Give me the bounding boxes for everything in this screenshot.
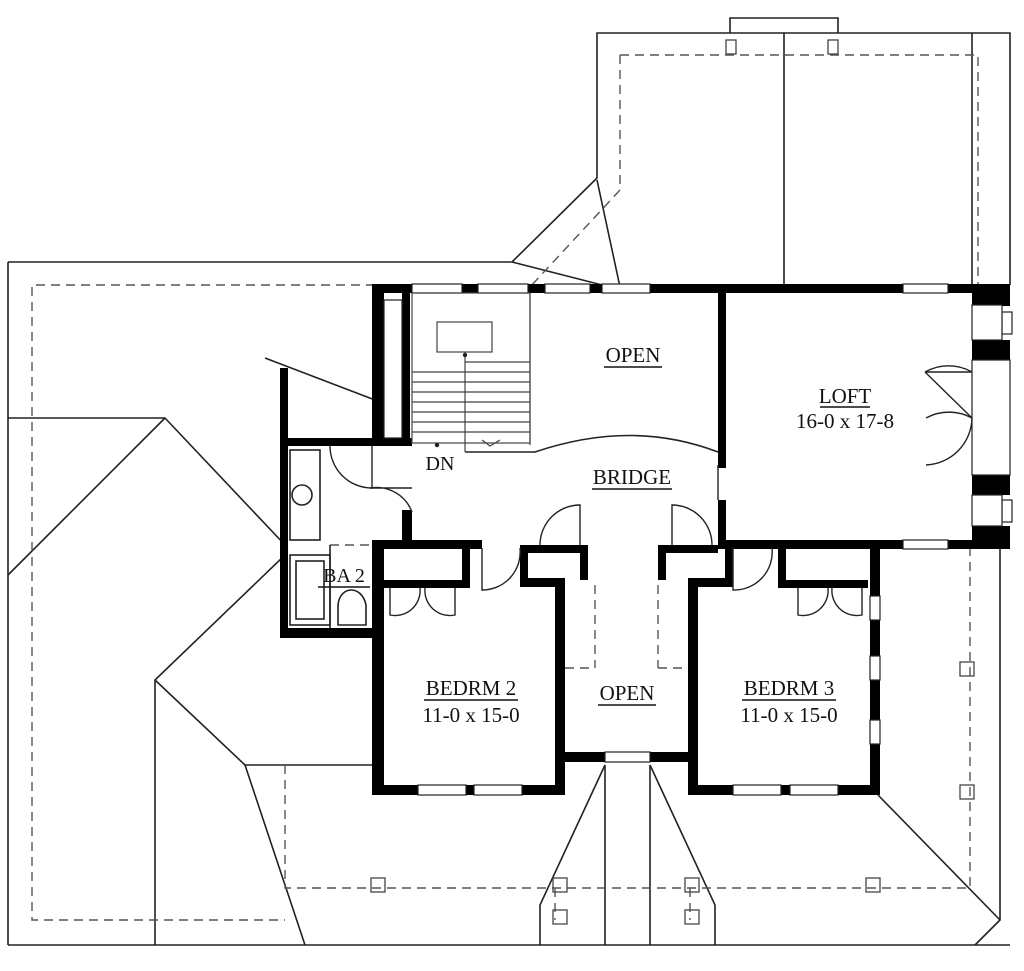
bath-label: BA 2 <box>323 565 365 587</box>
bedroom2-dimensions: 11-0 x 15-0 <box>422 703 519 727</box>
bedroom2-label: BEDRM 2 <box>426 676 516 700</box>
room-labels: OPEN LOFT 16-0 x 17-8 BRIDGE DN BA 2 BED… <box>318 343 894 727</box>
walls <box>280 284 1010 795</box>
loft-label: LOFT <box>819 384 872 408</box>
doors <box>329 365 973 617</box>
stair-down-label: DN <box>426 453 455 475</box>
bridge-label: BRIDGE <box>593 465 671 489</box>
open-lower-label: OPEN <box>600 681 655 705</box>
bath-fixtures <box>289 449 367 628</box>
loft-dimensions: 16-0 x 17-8 <box>796 409 894 433</box>
post-markers <box>370 39 975 925</box>
staircase <box>411 292 719 453</box>
roof-lines <box>7 17 1011 946</box>
bedroom3-label: BEDRM 3 <box>744 676 834 700</box>
windows <box>383 283 1013 796</box>
open-upper-label: OPEN <box>606 343 661 367</box>
dashed-outlines <box>31 54 979 921</box>
bedroom3-dimensions: 11-0 x 15-0 <box>740 703 837 727</box>
